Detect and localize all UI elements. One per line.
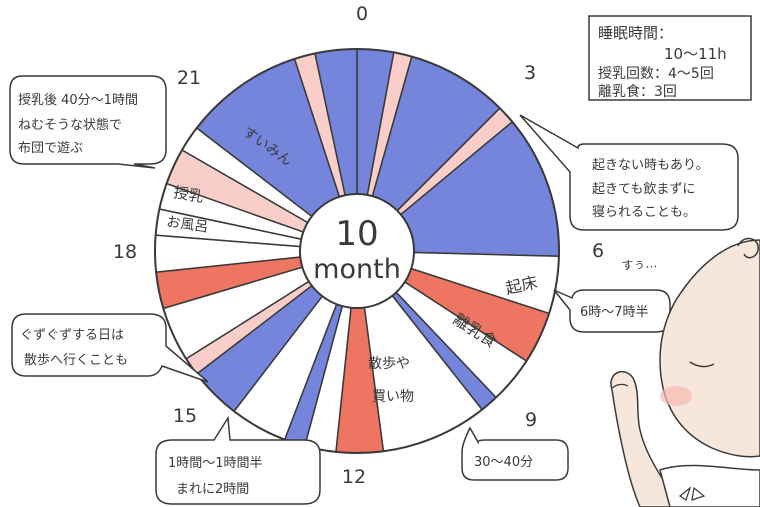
summary-feed-count: 授乳回数：4〜5回 <box>598 66 714 82</box>
sleeping-baby-illustration: すぅ… <box>610 237 760 507</box>
baby-clothing-ribbon <box>678 486 706 501</box>
bubble-top-left-line-2: ねむそうな状態で <box>18 117 122 133</box>
clock-label-9: 9 <box>525 409 537 431</box>
bubble-right-shape <box>519 114 739 231</box>
bubble-top-left-shape <box>9 75 167 169</box>
baby-raised-arm <box>610 370 702 507</box>
bubble-right-line-3: 寝られることも。 <box>592 204 696 220</box>
bubble-bottom-line-2: まれに2時間 <box>176 482 249 497</box>
center-age-unit: month <box>313 254 401 285</box>
clock-label-18: 18 <box>113 241 137 263</box>
segment-label-walk-2: 買い物 <box>372 389 414 405</box>
summary-sleep-label: 睡眠時間： <box>598 24 673 42</box>
clock-label-21: 21 <box>177 67 201 89</box>
clock-label-15: 15 <box>173 405 197 427</box>
segment-label-feeding: 授乳 <box>172 183 205 206</box>
clock-label-12: 12 <box>342 466 366 488</box>
baby-closed-eye <box>689 361 715 368</box>
center-age-number: 10 <box>335 214 378 254</box>
baby-head <box>659 239 760 458</box>
summary-box-frame <box>588 15 752 101</box>
bubble-bottom-shape <box>155 415 321 505</box>
bubble-top-left: 授乳後 40分〜1時間 ねむそうな状態で 布団で遊ぶ <box>9 75 167 169</box>
bubble-top-left-line-1: 授乳後 40分〜1時間 <box>18 93 138 108</box>
bubble-right: 起きない時もあり。 起きても飲まずに 寝られることも。 <box>519 114 739 231</box>
bubble-right-line-2: 起きても飲まずに <box>592 181 695 197</box>
bubble-wake-time: 6時〜7時半 <box>553 289 671 333</box>
bubble-top-left-line-3: 布団で遊ぶ <box>18 141 83 156</box>
bubble-bottom-line-1: 1時間〜1時間半 <box>168 456 263 471</box>
baby-hair-curl <box>737 237 759 259</box>
baby-cheek <box>660 386 692 406</box>
bubble-left: ぐずぐずする日は 散歩へ行くことも <box>11 313 209 383</box>
clock-label-3: 3 <box>524 62 536 84</box>
summary-box: 睡眠時間： 10〜11h 授乳回数：4〜5回 離乳食：3回 <box>588 15 752 101</box>
center-circle <box>299 193 415 309</box>
bubble-wake-time-text: 6時〜7時半 <box>580 305 649 320</box>
ring-outline <box>154 48 560 454</box>
baby-clothing <box>659 464 760 507</box>
summary-meal-count: 離乳食：3回 <box>598 83 677 100</box>
bubble-meal-time-shape <box>461 426 569 481</box>
summary-sleep-value: 10〜11h <box>664 45 727 63</box>
bubble-left-line-2: 散歩へ行くことも <box>24 353 128 368</box>
clock-label-6: 6 <box>592 240 604 262</box>
schedule-ring <box>154 48 560 454</box>
bubble-left-shape <box>11 313 209 383</box>
bubble-right-line-1: 起きない時もあり。 <box>592 158 709 173</box>
bubble-meal-time-text: 30〜40分 <box>474 455 533 470</box>
bubble-left-line-1: ぐずぐずする日は <box>20 328 124 343</box>
bubble-bottom: 1時間〜1時間半 まれに2時間 <box>155 415 321 505</box>
segment-label-walk-1: 散歩や <box>368 356 410 372</box>
segment-label-bath: お風呂 <box>165 214 209 236</box>
baby-fist-line <box>611 383 629 389</box>
baby-snore-text: すぅ… <box>621 256 658 273</box>
clock-label-0: 0 <box>356 3 368 25</box>
bubble-meal-time: 30〜40分 <box>461 426 569 481</box>
